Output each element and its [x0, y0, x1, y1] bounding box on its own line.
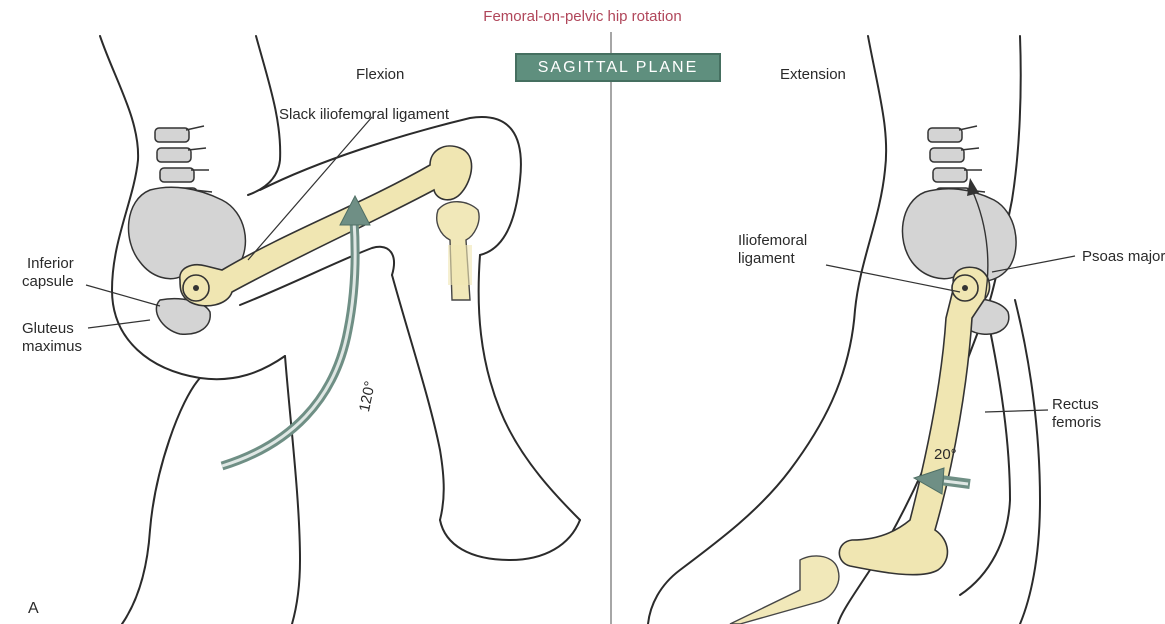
- figure-title: Femoral-on-pelvic hip rotation: [0, 8, 1165, 25]
- inferior-capsule-label: Inferior capsule: [22, 255, 74, 291]
- rectus-femoris-label: Rectus femoris: [1052, 396, 1101, 432]
- plane-badge: SAGITTAL PLANE: [515, 53, 721, 82]
- extension-heading: Extension: [780, 66, 846, 84]
- extension-angle-label: 20°: [934, 446, 957, 463]
- iliofemoral-ligament-label: Iliofemoral ligament: [738, 232, 807, 268]
- tibia-right: [730, 556, 839, 624]
- psoas-major-label: Psoas major: [1082, 248, 1165, 266]
- pelvis-right: [902, 189, 1016, 282]
- panel-letter: A: [28, 600, 39, 618]
- femur-right: [839, 267, 989, 574]
- flexion-heading: Flexion: [356, 66, 404, 84]
- gluteus-maximus-label: Gluteus maximus: [22, 320, 82, 356]
- slack-ligament-label: Slack iliofemoral ligament: [279, 106, 449, 124]
